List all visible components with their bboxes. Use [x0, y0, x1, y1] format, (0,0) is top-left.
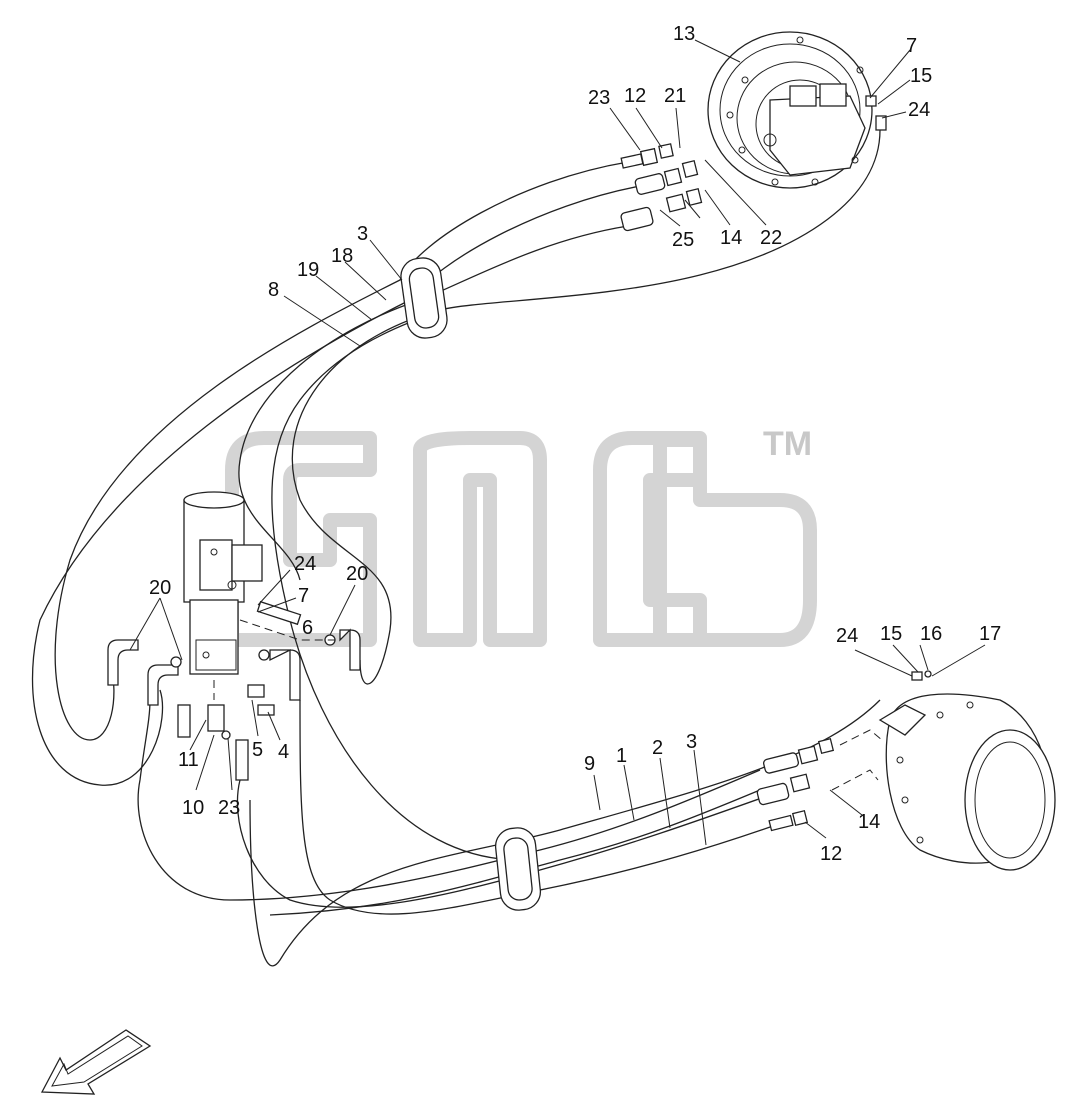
callout-12-top: 12: [624, 85, 646, 107]
callout-8: 8: [268, 279, 279, 301]
callout-24-center: 24: [294, 553, 316, 575]
callout-21: 21: [664, 85, 686, 107]
center-swivel-joint: [183, 491, 263, 675]
callout-2: 2: [652, 737, 663, 759]
callout-12-bottom: 12: [820, 843, 842, 865]
upper-hose-bundle: [31, 129, 881, 861]
callout-20-right: 20: [346, 563, 368, 585]
callout-15-top: 15: [910, 65, 932, 87]
callout-15-bottom: 15: [880, 623, 902, 645]
callout-13: 13: [673, 23, 695, 45]
callout-14-bottom: 14: [858, 811, 880, 833]
callout-11: 11: [178, 749, 199, 771]
lower-hose-clamp: [494, 827, 542, 911]
top-fittings: [620, 95, 887, 232]
watermark-logo: TM: [225, 425, 817, 647]
callout-18: 18: [331, 245, 353, 267]
top-travel-motor: [707, 31, 873, 189]
callouts-hoses: 3 18 19 8: [268, 223, 368, 301]
upper-hose-clamp: [400, 257, 448, 339]
callout-3-upper: 3: [357, 223, 368, 245]
assembly-lines: [213, 619, 883, 791]
callout-4: 4: [278, 741, 289, 763]
bottom-travel-motor: [878, 693, 1056, 871]
callout-23-top: 23: [588, 87, 610, 109]
callouts-top-motor: 13 7 15 24 23 12 21 22 14 25: [588, 23, 932, 251]
bottom-fittings: [756, 670, 932, 832]
callout-20-left: 20: [149, 577, 171, 599]
callout-5: 5: [252, 739, 263, 761]
callout-3-lower: 3: [686, 731, 697, 753]
callouts-center-joint: 24 7 6 20 20 11 10 23 5 4: [149, 553, 368, 819]
trademark-mark: TM: [763, 425, 812, 463]
callout-23-center: 23: [218, 797, 240, 819]
callout-16: 16: [920, 623, 942, 645]
leader-lines: [129, 39, 986, 846]
callout-24-bottom: 24: [836, 625, 858, 647]
callout-7-center: 7: [298, 585, 309, 607]
callout-6: 6: [302, 617, 313, 639]
callout-19: 19: [297, 259, 319, 281]
callout-10: 10: [182, 797, 204, 819]
lower-hose-bundle: [137, 699, 881, 967]
callout-22: 22: [760, 227, 782, 249]
callout-1: 1: [616, 745, 627, 767]
callout-25: 25: [672, 229, 694, 251]
callouts-bottom-motor: 24 15 16 17 9 1 2 3 14 12: [584, 623, 1001, 865]
orientation-arrow-icon: [40, 1029, 152, 1095]
callout-17: 17: [979, 623, 1001, 645]
callout-7-top: 7: [906, 35, 917, 57]
callout-14-top: 14: [720, 227, 742, 249]
callout-24-top: 24: [908, 99, 930, 121]
callout-9: 9: [584, 753, 595, 775]
